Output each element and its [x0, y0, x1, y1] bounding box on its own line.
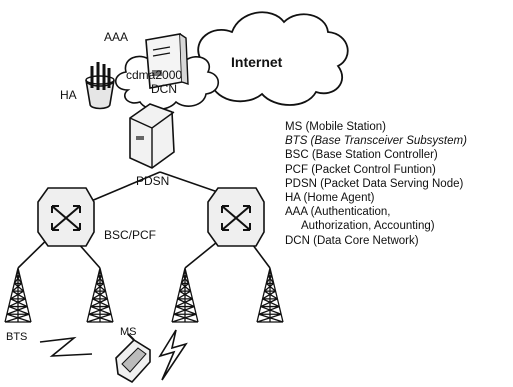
aaa-server-icon	[145, 33, 189, 89]
bsc-pcf-switch-icon-left	[37, 187, 95, 247]
internet-cloud	[188, 11, 349, 106]
bts-label: BTS	[6, 331, 28, 343]
ms-label: MS	[120, 326, 137, 338]
pdsn-server-icon	[129, 103, 175, 169]
bsc-pcf-switch-icon-right	[207, 187, 265, 247]
legend-item: Authorization, Accounting)	[301, 220, 435, 233]
ha-router-icon	[85, 62, 115, 110]
ha-label: HA	[60, 88, 77, 102]
mobile-phone-icon	[115, 333, 151, 384]
legend-item: DCN (Data Core Network)	[285, 234, 419, 247]
legend-item: PCF (Packet Control Funtion)	[285, 163, 436, 176]
wireless-link-icon-left	[39, 336, 93, 357]
bts-towers	[4, 267, 284, 323]
dcn-cloud-label-line2: DCN	[151, 82, 177, 96]
bts-tower-icon	[86, 267, 114, 323]
legend-item: BTS (Base Transceiver Subsystem)	[285, 135, 467, 148]
legend-item: PDSN (Packet Data Serving Node)	[285, 177, 464, 190]
legend-item: MS (Mobile Station)	[285, 121, 386, 133]
legend-item: HA (Home Agent)	[285, 192, 375, 205]
wireless-link-icon-right	[158, 329, 188, 381]
legend: MS (Mobile Station) BTS (Base Transceiver…	[285, 120, 467, 248]
dcn-cloud-label-line1: cdma2000	[126, 68, 183, 82]
pdsn-label: PDSN	[136, 174, 170, 188]
legend-item: BSC (Base Station Controller)	[285, 149, 438, 162]
bts-tower-icon	[256, 267, 284, 323]
bsc-pcf-label: BSC/PCF	[104, 228, 157, 242]
legend-item: AAA (Authentication,	[285, 206, 391, 219]
bts-tower-icon	[4, 267, 32, 323]
internet-label: Internet	[231, 54, 283, 70]
bts-tower-icon	[171, 267, 199, 323]
aaa-label: AAA	[104, 30, 129, 44]
